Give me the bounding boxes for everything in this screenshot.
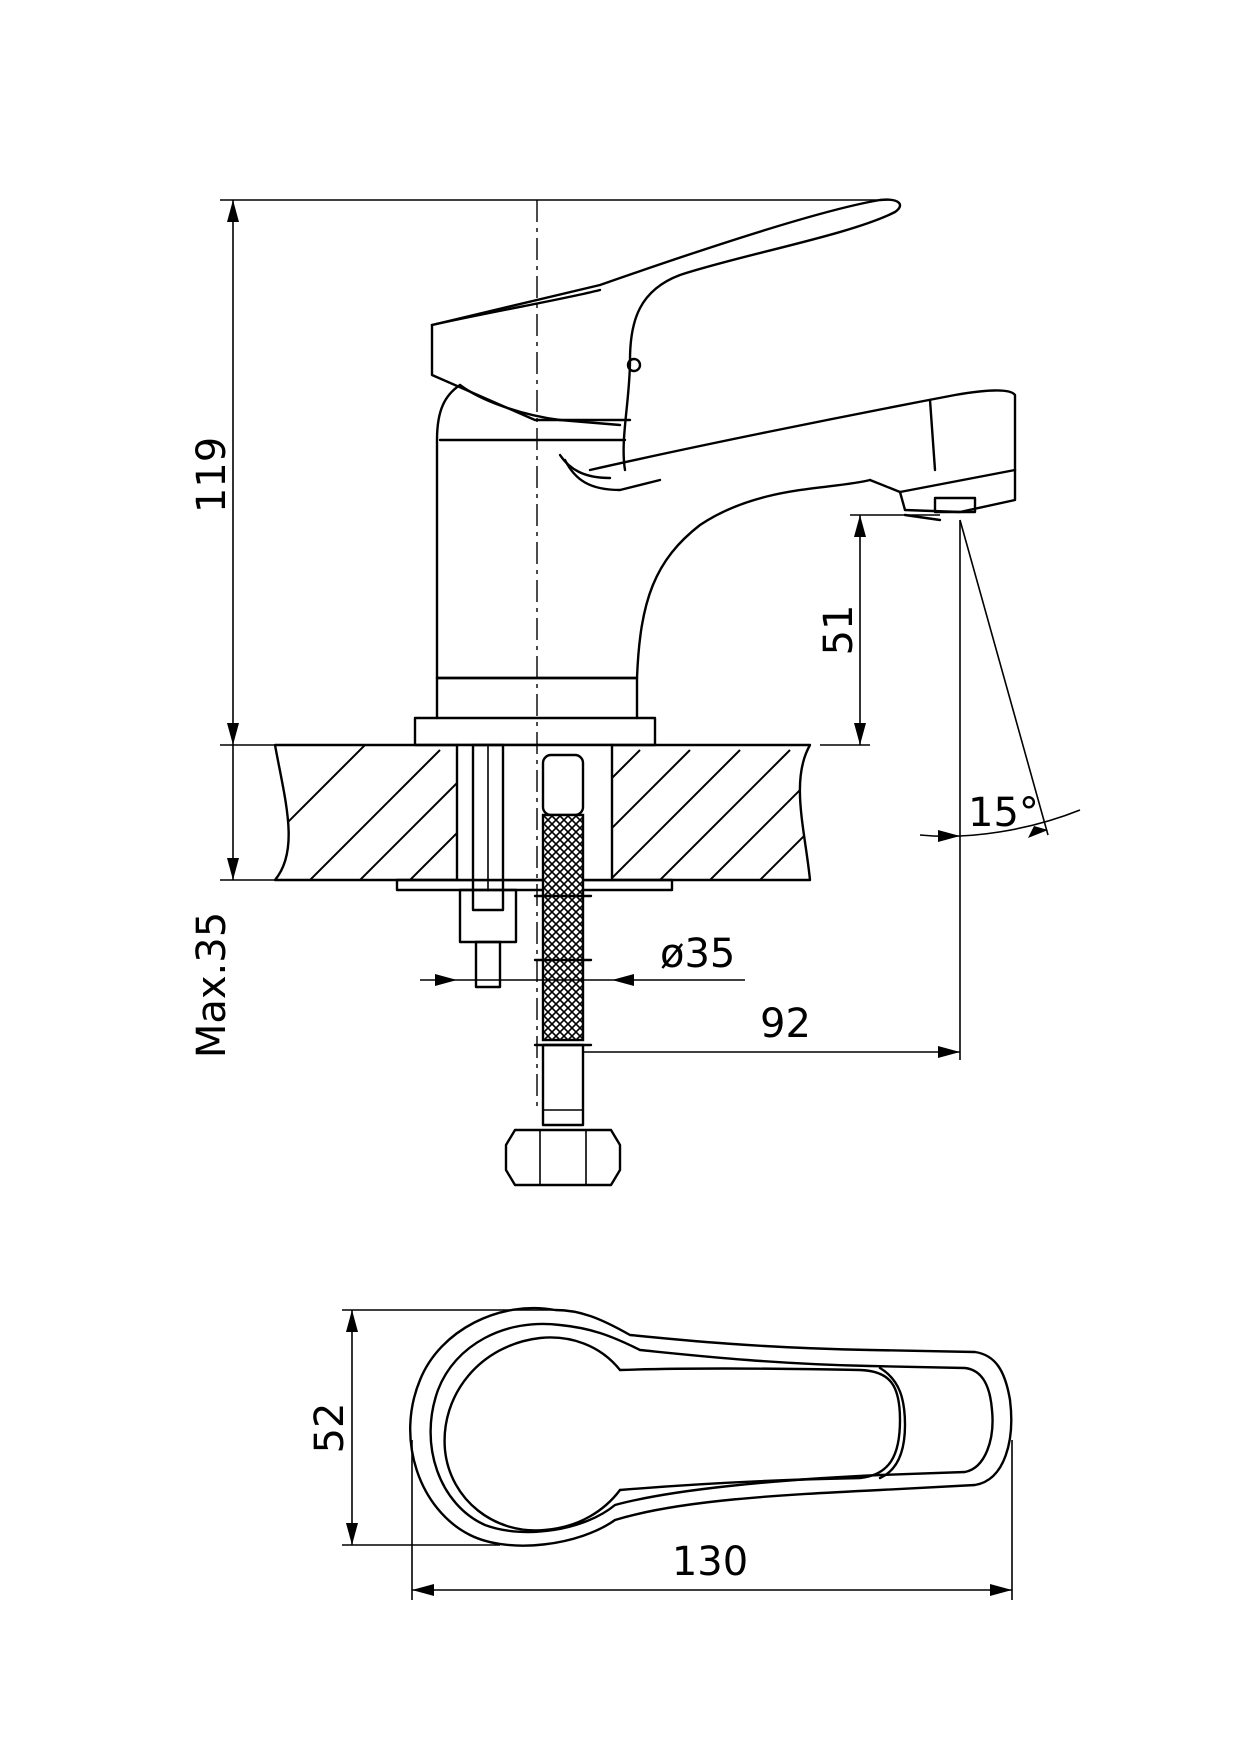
- top-view-outline: [409, 1306, 1013, 1547]
- overall-length-label: 130: [672, 1539, 748, 1585]
- max-thickness-label: Max.35: [189, 912, 235, 1058]
- mounting-stud: [458, 743, 518, 989]
- dim-spray-angle: 15°: [919, 519, 1081, 842]
- faucet-body: [413, 383, 1017, 747]
- dim-base-width: 52: [307, 1309, 560, 1546]
- dim-hole-diameter: ø35: [420, 931, 745, 986]
- lever-handle: [430, 198, 902, 492]
- spout-reach-label: 92: [760, 1001, 811, 1047]
- base-width-label: 52: [307, 1403, 353, 1454]
- dim-spout-reach: 92: [583, 520, 961, 1060]
- dim-total-height: 119: [189, 199, 880, 745]
- hole-diameter-label: ø35: [660, 931, 735, 977]
- countertop-section: [273, 743, 812, 892]
- total-height-label: 119: [189, 437, 235, 513]
- dim-max-thickness: Max.35: [189, 745, 239, 1058]
- spray-angle-label: 15°: [968, 790, 1039, 836]
- dim-overall-length: 130: [411, 1440, 1013, 1600]
- side-view: 119 51 Max.35 ø35: [189, 198, 1081, 1187]
- dim-spout-clearance: 51: [816, 514, 940, 746]
- top-view: 52 130: [307, 1306, 1013, 1600]
- flexible-hose: [504, 753, 622, 1187]
- spout-clearance-label: 51: [816, 605, 862, 656]
